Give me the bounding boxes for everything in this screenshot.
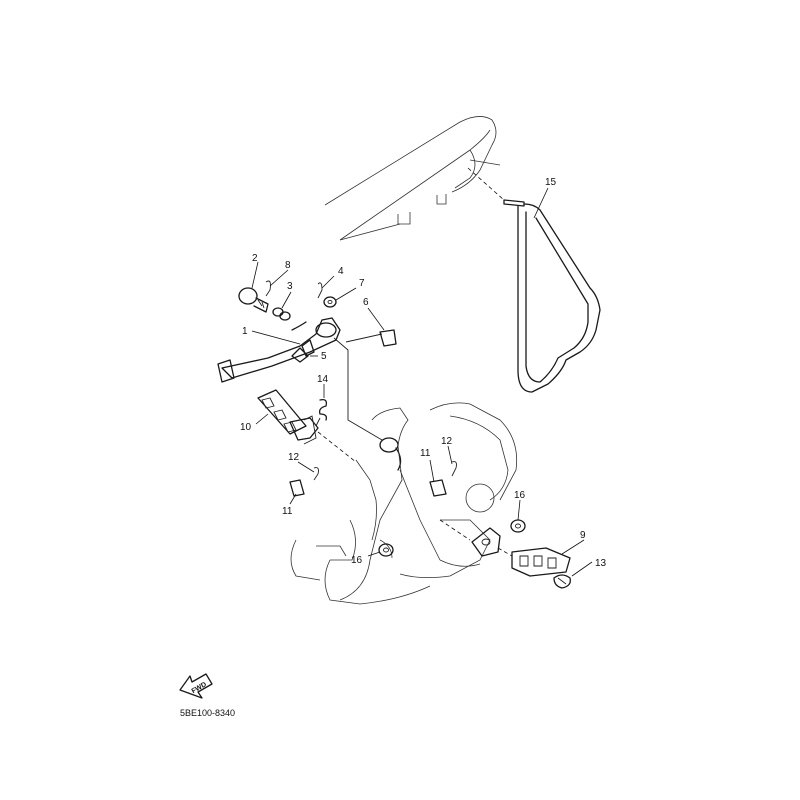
- callout-2: 2: [252, 253, 258, 264]
- spring-clip-13: [553, 574, 571, 589]
- cotter-pin-4: [317, 282, 323, 299]
- callout-11-right: 11: [420, 448, 431, 459]
- callout-15: 15: [545, 177, 557, 188]
- adjuster-5: [291, 347, 309, 363]
- right-footrest: [511, 547, 571, 577]
- callout-11-left: 11: [282, 506, 293, 517]
- nut-16-right: [510, 519, 526, 533]
- nut-16-left: [378, 543, 394, 557]
- right-footrest-bracket: [439, 519, 513, 557]
- callout-4: 4: [338, 266, 344, 277]
- cotter-pin-8: [265, 280, 271, 297]
- callout-12-right: 12: [441, 436, 453, 447]
- callout-10: 10: [240, 422, 252, 433]
- callout-1: 1: [242, 326, 248, 337]
- callout-6: 6: [363, 297, 369, 308]
- brake-pedal: [217, 317, 341, 383]
- callout-5: 5: [321, 351, 327, 362]
- callout-3: 3: [287, 281, 293, 292]
- pivot-bolt-2: [238, 287, 269, 313]
- callout-14: 14: [317, 374, 329, 385]
- o-rings-3: [272, 307, 291, 321]
- leader-lines: [251, 187, 593, 577]
- callout-12-left: 12: [288, 452, 300, 463]
- drawing-code: 5BE100-8340: [180, 708, 235, 718]
- rear-frame-outline: [324, 116, 501, 241]
- side-stand: [467, 167, 601, 393]
- callout-7: 7: [359, 278, 365, 289]
- callout-8: 8: [285, 260, 291, 271]
- engine-frame-outline: [290, 402, 518, 605]
- callout-16-left: 16: [351, 555, 363, 566]
- return-spring-14: [315, 398, 328, 427]
- callout-labels: 1 2 3 4 5 6 7 8 9 10 11 11 12 12 13 14 1…: [240, 177, 607, 569]
- brake-rod: [333, 337, 402, 471]
- cotter-pin-12-right: [451, 461, 457, 477]
- left-footrest: [257, 389, 357, 463]
- washer-7: [323, 296, 337, 308]
- callout-9: 9: [580, 530, 586, 541]
- callout-16-right: 16: [514, 490, 526, 501]
- cotter-pin-12-left: [313, 467, 319, 481]
- fwd-arrow-icon: FWD: [179, 673, 213, 699]
- callout-13: 13: [595, 558, 607, 569]
- footrest-pin-11-right: [429, 479, 447, 497]
- pin-6: [345, 329, 397, 347]
- footrest-pin-11-left: [289, 479, 305, 497]
